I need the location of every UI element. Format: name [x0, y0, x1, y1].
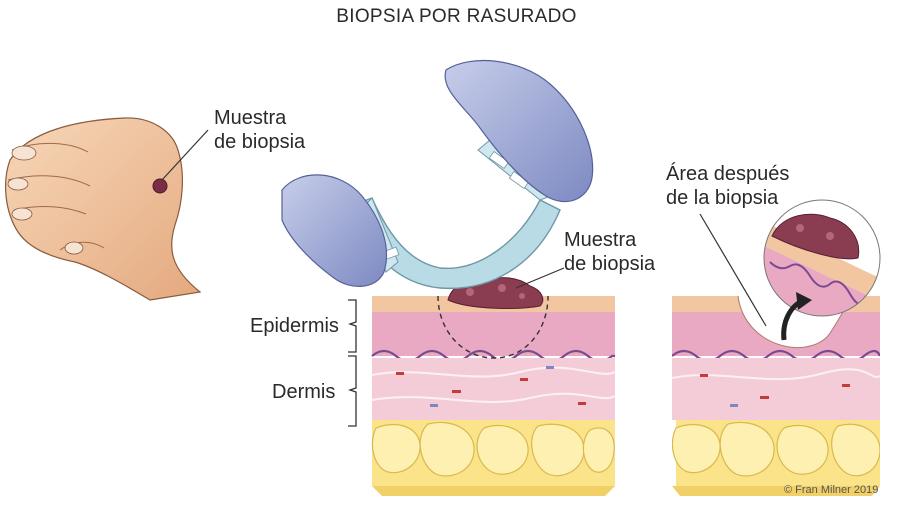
- blade-sample-label-line1: Muestra: [564, 228, 655, 252]
- after-area-label: Área después de la biopsia: [666, 162, 789, 210]
- blade-sample-label-line2: de biopsia: [564, 252, 655, 276]
- gloved-fingers: [282, 61, 593, 287]
- hand-sample-label-line1: Muestra: [214, 106, 305, 130]
- skin-block-before: [372, 278, 615, 496]
- dermis-label: Dermis: [272, 380, 335, 404]
- hand-sample-label-line2: de biopsia: [214, 130, 305, 154]
- blade-sample-pointer: [516, 268, 564, 288]
- diagram-title: BIOPSIA POR RASURADO: [0, 6, 913, 28]
- hand-illustration: [6, 118, 208, 300]
- skin-block-after: [672, 296, 884, 486]
- after-area-label-line1: Área después: [666, 162, 789, 186]
- hand-sample-label: Muestra de biopsia: [214, 106, 305, 154]
- after-area-label-line2: de la biopsia: [666, 186, 789, 210]
- blade-sample-label: Muestra de biopsia: [564, 228, 655, 276]
- epidermis-label: Epidermis: [250, 314, 339, 338]
- layer-brackets: [348, 300, 356, 426]
- hand-lesion: [153, 179, 167, 193]
- copyright-credit: © Fran Milner 2019: [784, 484, 878, 496]
